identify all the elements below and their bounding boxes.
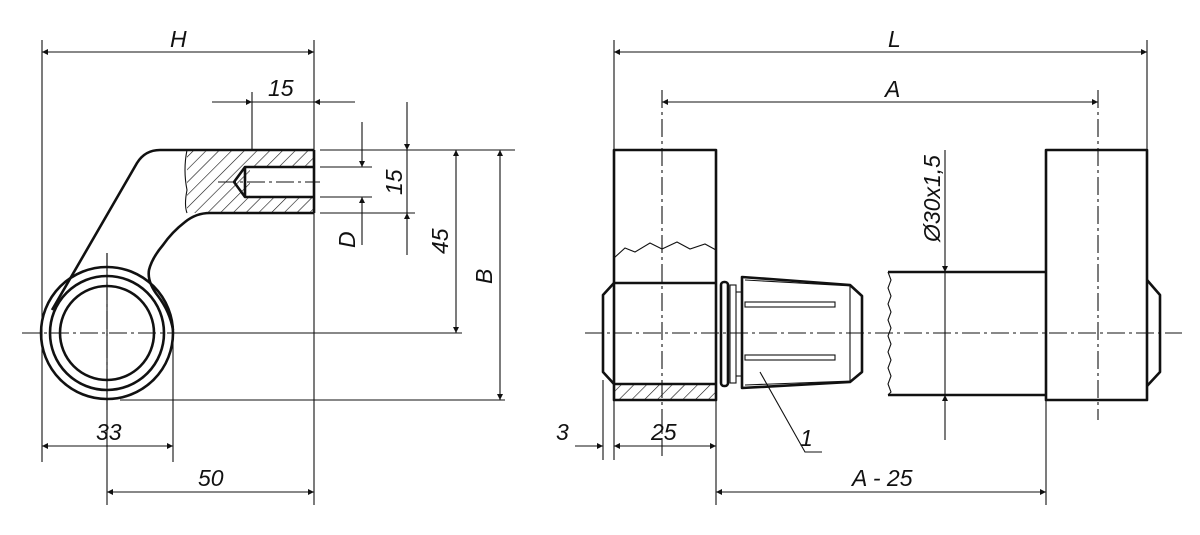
- front-view: L A Ø30x1,5 3 25 1 A - 25: [556, 26, 1182, 505]
- item-1-label: 1: [800, 425, 813, 451]
- dim-15-side-label: 15: [381, 169, 407, 195]
- dim-50-label: 50: [198, 465, 224, 491]
- dim-15-top-label: 15: [268, 75, 294, 101]
- dim-A-minus-25-label: A - 25: [850, 465, 913, 491]
- dim-3-label: 3: [556, 419, 569, 445]
- side-view: H 15 D 15 45 B 33 50: [22, 26, 515, 505]
- handle-arm: [50, 148, 320, 331]
- dim-33-label: 33: [96, 419, 122, 445]
- dim-A-label: A: [883, 76, 900, 102]
- dim-B-label: B: [471, 269, 497, 284]
- dim-H-label: H: [170, 26, 187, 52]
- dim-L-label: L: [888, 26, 901, 52]
- o-ring: [719, 280, 742, 388]
- right-block: [1044, 90, 1162, 420]
- leader-line: [759, 371, 822, 453]
- dim-25-label: 25: [650, 419, 677, 445]
- dim-D-label: D: [334, 231, 360, 248]
- dim-45-label: 45: [427, 228, 453, 254]
- thread-label: Ø30x1,5: [919, 155, 945, 243]
- hub-circles: [22, 253, 180, 410]
- left-block: [601, 90, 718, 460]
- shaft: [887, 270, 1046, 397]
